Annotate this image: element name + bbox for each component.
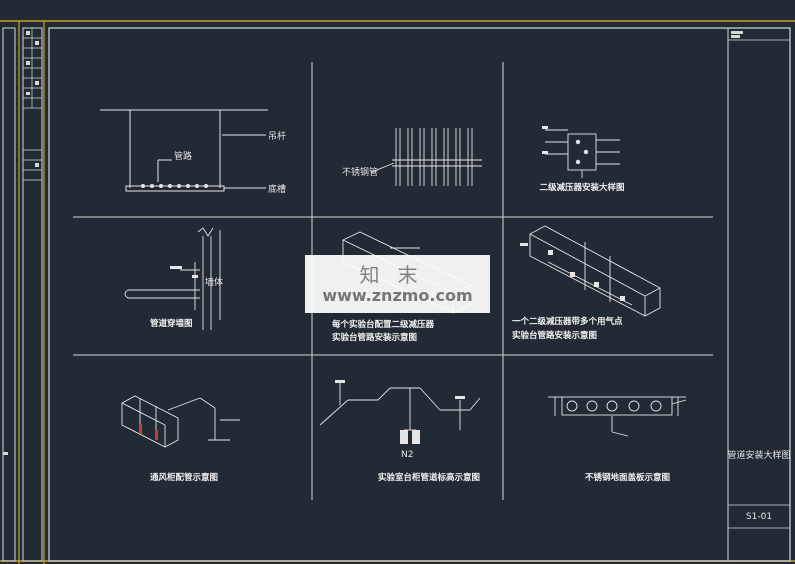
panel-6-outlets xyxy=(520,243,625,301)
left-revision-frame xyxy=(22,27,43,562)
panel-6-caption-line2: 实验台管路安装示意图 xyxy=(512,330,597,341)
left-strip-frame xyxy=(2,27,16,562)
panel-4-caption: 管道穿墙图 xyxy=(150,318,193,329)
panel-8-caption: 实验室台柜管道标高示意图 xyxy=(378,472,480,483)
revision-table-marks xyxy=(26,31,39,167)
panel-4-marks xyxy=(170,266,198,278)
drawing-frame xyxy=(48,27,791,562)
title-block-drawing-number: S1-01 xyxy=(746,512,772,522)
panel-1-tray-label: 底槽 xyxy=(268,183,286,195)
panel-4-wall-label: 墙体 xyxy=(205,276,223,288)
left-strip-mark xyxy=(3,452,8,455)
panel-7-red-fittings xyxy=(139,424,158,440)
panel-6-bench-isometric xyxy=(529,225,661,317)
panel-3-valves xyxy=(542,126,589,165)
panel-7-caption: 通风柜配管示意图 xyxy=(150,472,218,483)
watermark-box: 知末 www.znzmo.com xyxy=(305,255,490,313)
panel-7-fume-hood-piping xyxy=(121,395,240,448)
panel-8-gas-label: N2 xyxy=(401,450,413,460)
panel-9-caption: 不锈钢地面盖板示意图 xyxy=(585,472,670,483)
panel-1-pipe-label: 管路 xyxy=(174,150,192,162)
panel-1-hanger-detail xyxy=(100,109,268,192)
panel-5-caption-line1: 每个实验台配置二级减压器 xyxy=(332,319,435,330)
title-block: 管道安装大样图 S1-01 xyxy=(727,31,791,529)
revision-table xyxy=(23,28,42,181)
watermark-url: www.znzmo.com xyxy=(322,286,473,305)
panel-9-floor-cover-plate xyxy=(548,396,687,437)
panel-1-rod-label: 吊杆 xyxy=(268,130,286,142)
watermark-chinese: 知末 xyxy=(359,263,436,287)
panel-6-caption-line1: 一个二级减压器带多个用气点 xyxy=(512,316,623,327)
panel-1-pipes xyxy=(141,184,208,188)
panel-2-pipe-label: 不锈钢管 xyxy=(342,166,378,178)
panel-5-caption-line2: 实验台管路安装示意图 xyxy=(332,332,417,343)
panel-8-fittings xyxy=(335,380,465,444)
panel-3-caption: 二级减压器安装大样图 xyxy=(539,182,624,193)
panel-4-wall-penetration xyxy=(124,227,221,330)
panel-2-pipe-rack xyxy=(371,128,482,186)
title-block-drawing-title: 管道安装大样图 xyxy=(727,449,790,461)
panel-3-regulator-detail xyxy=(545,129,620,178)
panel-8-elevation-schematic xyxy=(319,382,481,431)
